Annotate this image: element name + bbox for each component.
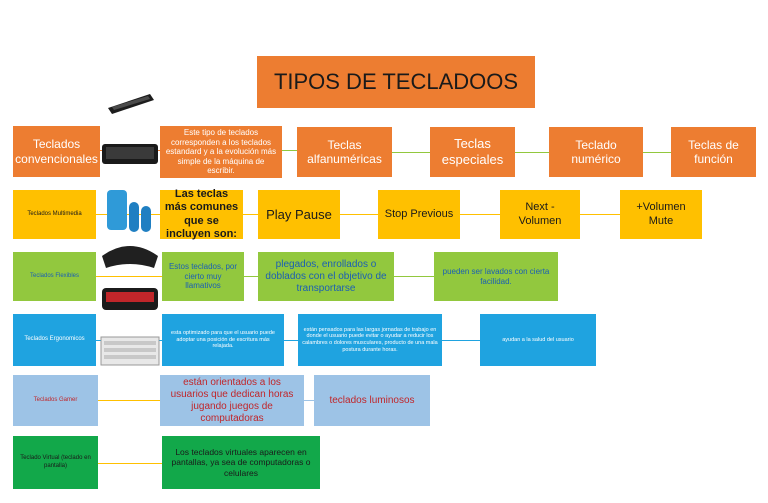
item-alphanumeric: Teclas alfanuméricas [297, 127, 392, 177]
keyboard-image-conventional [100, 138, 160, 168]
item-volume-mute: +Volumen Mute [620, 190, 702, 239]
item-function: Teclas de función [671, 127, 756, 177]
connector [244, 276, 258, 277]
connector [394, 276, 434, 277]
item-special: Teclas especiales [430, 127, 515, 177]
connector [98, 400, 160, 401]
connector [580, 214, 620, 215]
category-ergonomic: Teclados Ergonomicos [13, 314, 96, 366]
connector [340, 214, 378, 215]
connector [282, 150, 297, 151]
connector [284, 340, 298, 341]
item-numeric: Teclado numérico [549, 127, 643, 177]
connector [304, 400, 314, 401]
connector [460, 214, 500, 215]
item-stop-previous: Stop Previous [378, 190, 460, 239]
category-multimedia: Teclados Multimedia [13, 190, 96, 239]
connector [442, 340, 480, 341]
connector [98, 463, 162, 464]
item-next-volume: Next -Volumen [500, 190, 580, 239]
connector [392, 152, 432, 153]
keyboard-image-ergonomic [100, 236, 160, 272]
gamer-description: están orientados a los usuarios que dedi… [160, 375, 304, 426]
connector [643, 152, 673, 153]
category-conventional: Teclados convencionales [13, 126, 100, 177]
multimedia-description: Las teclas más comunes que se incluyen s… [160, 190, 243, 239]
virtual-description: Los teclados virtuales aparecen en panta… [162, 436, 320, 489]
diagram-title: TIPOS DE TECLADOOS [257, 56, 535, 108]
category-virtual: Teclado Virtual (teclado en pantalla) [13, 436, 98, 489]
item-long-hours: están pensados para las largas jornadas … [298, 314, 442, 366]
keyboard-image-flexible [105, 188, 155, 236]
connector [515, 152, 550, 153]
item-luminous: teclados luminosos [314, 375, 430, 426]
connector [243, 214, 258, 215]
category-gamer: Teclados Gamer [13, 375, 98, 426]
conventional-description: Este tipo de teclados corresponden a los… [160, 126, 282, 178]
item-play-pause: Play Pause [258, 190, 340, 239]
keyboard-image-gamer [100, 284, 160, 314]
keyboard-image-virtual [100, 336, 160, 366]
item-health: ayudan a la salud del usuario [480, 314, 596, 366]
category-flexible: Teclados Flexibles [13, 252, 96, 301]
keyboard-image-standard [106, 88, 156, 116]
connector [96, 276, 162, 277]
item-folded: plegados, enrollados o doblados con el o… [258, 252, 394, 301]
ergonomic-description: esta optimizado para que el usuario pued… [162, 314, 284, 366]
item-washable: pueden ser lavados con cierta facilidad. [434, 252, 558, 301]
flexible-description: Estos teclados, por cierto muy llamativo… [162, 252, 244, 301]
